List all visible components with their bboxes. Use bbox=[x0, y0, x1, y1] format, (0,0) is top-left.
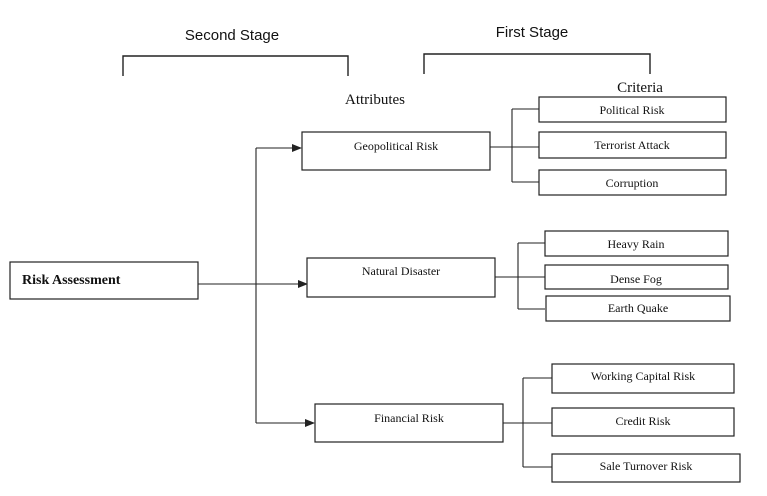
criterion-box-credit-risk bbox=[551, 407, 735, 437]
financial-risk-connectors bbox=[503, 377, 552, 468]
criterion-box-heavy-rain bbox=[544, 230, 729, 257]
attribute-box-geopolitical-risk bbox=[301, 131, 491, 171]
criterion-box-terrorist-attack bbox=[538, 131, 727, 159]
first-stage-bracket bbox=[423, 53, 651, 74]
first-stage-label: First Stage bbox=[496, 24, 569, 41]
second-stage-bracket bbox=[122, 55, 349, 76]
criterion-label-dense-fog: Dense Fog bbox=[610, 272, 662, 286]
root-node-box bbox=[9, 261, 199, 300]
criterion-label-political-risk: Political Risk bbox=[599, 103, 664, 117]
natural-disaster-connectors bbox=[495, 242, 545, 310]
criterion-box-political-risk bbox=[538, 96, 727, 123]
attribute-label-natural-disaster: Natural Disaster bbox=[362, 264, 440, 278]
attribute-box-natural-disaster bbox=[306, 257, 496, 298]
criteria-column-label: Criteria bbox=[617, 80, 663, 96]
criterion-label-terrorist-attack: Terrorist Attack bbox=[594, 138, 669, 152]
attribute-label-financial-risk: Financial Risk bbox=[374, 411, 444, 425]
criterion-box-sale-turnover-risk bbox=[551, 453, 741, 483]
criterion-box-dense-fog bbox=[544, 264, 729, 290]
criterion-box-corruption bbox=[538, 169, 727, 196]
criterion-label-heavy-rain: Heavy Rain bbox=[608, 237, 665, 251]
criterion-label-corruption: Corruption bbox=[606, 176, 659, 190]
attributes-column-label: Attributes bbox=[345, 92, 405, 108]
criterion-label-earth-quake: Earth Quake bbox=[608, 301, 668, 315]
criterion-box-earth-quake bbox=[545, 295, 731, 322]
criterion-label-sale-turnover-risk: Sale Turnover Risk bbox=[600, 459, 693, 473]
second-stage-label: Second Stage bbox=[185, 27, 279, 44]
criterion-label-working-capital-risk: Working Capital Risk bbox=[591, 369, 695, 383]
criterion-box-working-capital-risk bbox=[551, 363, 735, 394]
geopolitical-risk-connectors bbox=[490, 108, 539, 183]
root-node-label: Risk Assessment bbox=[22, 273, 121, 288]
criterion-label-credit-risk: Credit Risk bbox=[615, 414, 670, 428]
attribute-label-geopolitical-risk: Geopolitical Risk bbox=[354, 139, 438, 153]
